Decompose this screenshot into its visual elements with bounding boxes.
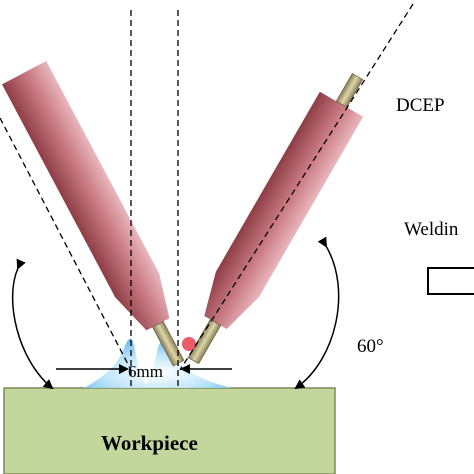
angle-label: 60° [357,336,384,357]
right-wire-top [335,72,364,108]
polarity-label: DCEP [396,95,445,116]
left-torch-axis [0,117,132,371]
gap-label: 6mm [128,362,163,381]
right-torch-body [204,91,364,329]
right-angle-arc [294,236,340,390]
left-torch [2,60,185,367]
molten-droplet [182,337,196,351]
left-torch-body [2,60,170,331]
left-angle-arc [11,258,54,390]
right-contact-tip [187,318,222,365]
workpiece-block [3,387,336,474]
workpiece-label: Workpiece [101,431,198,455]
rectangle-outline-icon [427,267,474,295]
right-torch [187,72,364,365]
welding-label: Weldin [404,219,459,240]
arc-plume [84,338,232,388]
right-torch-axis [179,3,414,371]
